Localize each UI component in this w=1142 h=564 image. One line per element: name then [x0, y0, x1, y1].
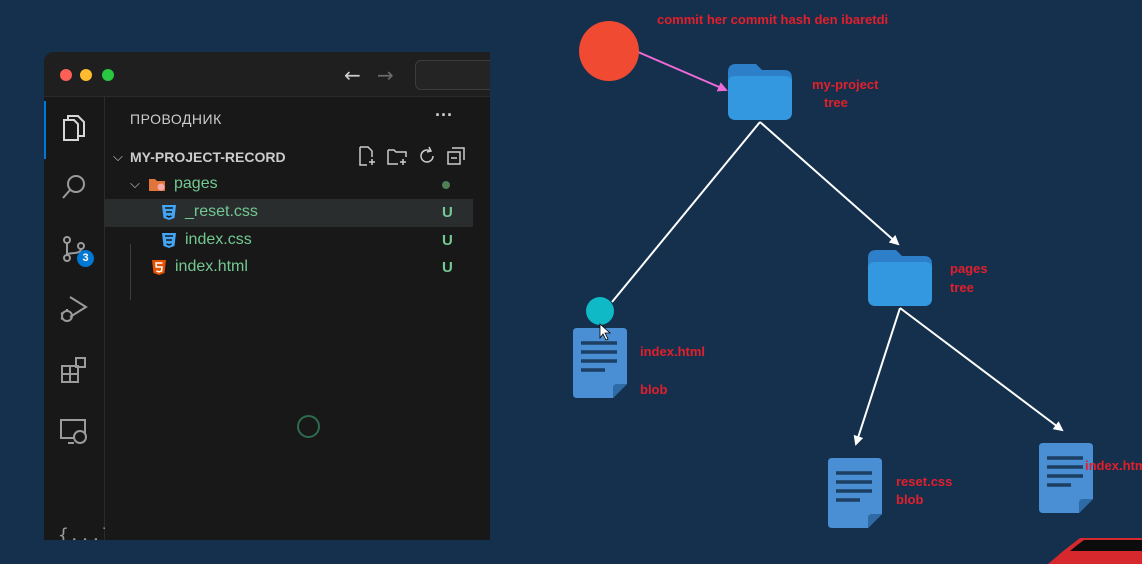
refresh-icon[interactable]	[416, 145, 438, 167]
document-icon	[1039, 443, 1093, 513]
reset-css-kind: blob	[896, 492, 924, 507]
arrow-right-icon[interactable]: →	[377, 63, 394, 87]
index-html-name: index.html	[640, 344, 706, 359]
tree-item-label: index.css	[185, 231, 252, 248]
activity-bar: 3 {...}	[44, 97, 112, 540]
tree-item-label: _reset.css	[185, 203, 258, 220]
commit-note-label: commit her commit hash den ibaretdi	[657, 12, 889, 27]
black-corner-shape	[1070, 540, 1142, 551]
close-window-button[interactable]	[60, 69, 72, 81]
untracked-status: U	[442, 259, 453, 276]
project-section-header[interactable]: ⌵ MY-PROJECT-RECORD	[113, 145, 473, 169]
html-icon	[152, 260, 166, 275]
pages-to-reset-arrow	[853, 307, 901, 446]
untracked-status: U	[442, 232, 453, 249]
commit-to-tree-arrow	[637, 51, 728, 92]
folder-icon	[149, 179, 165, 191]
collapse-all-icon[interactable]	[445, 145, 467, 167]
title-bar: ← →	[44, 52, 490, 97]
project-name: MY-PROJECT-RECORD	[130, 149, 286, 165]
vscode-window: ← → 3	[44, 52, 490, 540]
indent-guide	[130, 244, 131, 300]
extensions-icon[interactable]	[58, 354, 90, 386]
braces-icon[interactable]: {...}	[58, 525, 113, 540]
document-icon	[573, 328, 627, 398]
pages-tree-kind: tree	[950, 280, 974, 295]
document-icon	[828, 458, 882, 528]
css-icon	[162, 205, 176, 220]
modified-dot	[442, 181, 450, 189]
folder-icon	[728, 64, 792, 120]
search-icon[interactable]	[58, 172, 90, 204]
reset-css-name: reset.css	[896, 474, 953, 489]
new-file-icon[interactable]	[356, 145, 378, 167]
tree-item-label: pages	[174, 175, 218, 192]
root-tree-name: my-project	[812, 77, 879, 92]
css-icon	[162, 233, 176, 248]
tree-item-pages[interactable]: ⌵ pages	[105, 171, 473, 199]
run-debug-icon[interactable]	[58, 293, 90, 325]
source-control-icon[interactable]	[58, 233, 90, 265]
files-icon[interactable]	[58, 112, 90, 144]
command-center-search[interactable]	[415, 60, 490, 90]
folder-icon	[868, 250, 932, 306]
tree-item-index-html[interactable]: index.html U	[105, 254, 473, 282]
more-actions-icon[interactable]: ···	[435, 105, 453, 125]
tree-to-index-html-line	[611, 121, 761, 303]
arrow-left-icon[interactable]: ←	[344, 63, 361, 87]
new-folder-icon[interactable]	[386, 145, 408, 167]
explorer-sidebar: ПРОВОДНИК ··· ⌵ MY-PROJECT-RECORD	[105, 97, 473, 540]
commit-node	[579, 21, 639, 81]
remote-explorer-icon[interactable]	[58, 415, 90, 447]
maximize-window-button[interactable]	[102, 69, 114, 81]
root-tree-kind: tree	[824, 95, 848, 110]
tree-item-reset-css[interactable]: _reset.css U	[105, 199, 473, 227]
explorer-title: ПРОВОДНИК	[130, 111, 222, 127]
mouse-pointer-icon	[599, 323, 612, 341]
tree-item-label: index.html	[175, 258, 248, 275]
source-control-badge: 3	[77, 250, 94, 267]
tree-to-pages-arrow	[759, 121, 900, 246]
index-html-kind: blob	[640, 382, 668, 397]
pages-to-index-arrow	[899, 307, 1064, 432]
active-indicator	[44, 101, 46, 159]
pages-index-name: index.htm	[1085, 458, 1142, 473]
untracked-status: U	[442, 204, 453, 221]
cursor-highlight	[586, 297, 614, 325]
chevron-down-icon[interactable]: ⌵	[130, 177, 140, 192]
loading-spinner	[297, 415, 320, 438]
minimize-window-button[interactable]	[80, 69, 92, 81]
pages-tree-name: pages	[950, 261, 988, 276]
tree-item-index-css[interactable]: index.css U	[105, 227, 473, 255]
chevron-down-icon[interactable]: ⌵	[113, 150, 123, 165]
